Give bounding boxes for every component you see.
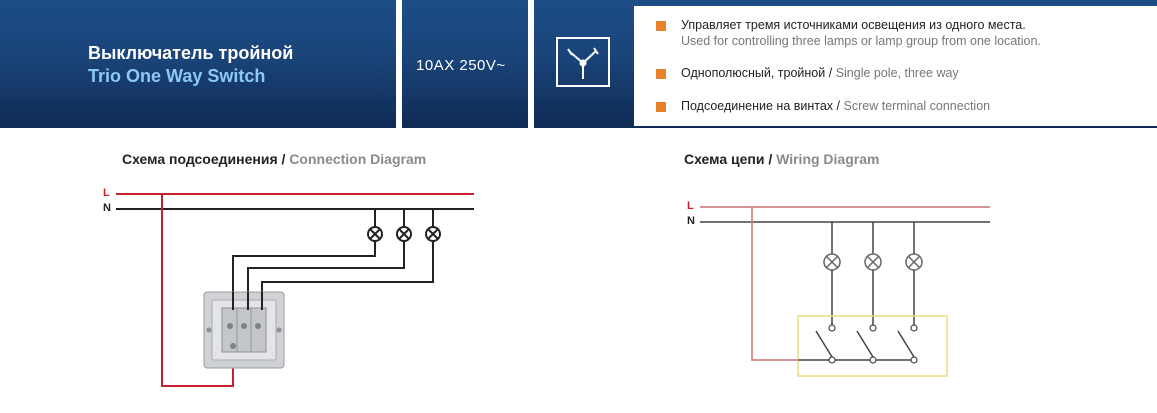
wiring-diagram-heading: Схема цепи / Wiring Diagram <box>684 151 880 167</box>
lamp-icon <box>396 226 412 242</box>
bullet-square-icon <box>656 69 666 79</box>
bullet-square-icon <box>656 21 666 31</box>
switch-box <box>797 315 948 377</box>
lamp-icon <box>823 253 841 271</box>
lamp-icon <box>864 253 882 271</box>
product-title-en: Trio One Way Switch <box>88 66 266 86</box>
header-rating-panel <box>402 0 528 128</box>
feature-3-ru: Подсоединение на винтах <box>681 99 834 113</box>
wiring-label-n: N <box>687 215 695 227</box>
product-title-ru: Выключатель тройной <box>88 43 294 63</box>
header-title-panel <box>0 0 396 128</box>
live-feed-wire <box>161 194 234 387</box>
connection-diagram-heading: Схема подсоединения / Connection Diagram <box>122 151 427 167</box>
feature-2-separator: / <box>828 66 833 80</box>
connection-label-l: L <box>103 187 110 199</box>
three-way-switch-symbol-icon <box>556 37 610 87</box>
feature-2-en: Single pole, three way <box>835 66 959 80</box>
feature-3-separator: / <box>836 99 841 113</box>
features-list: Управляет тремя источниками освещения из… <box>634 6 1157 126</box>
connection-label-n: N <box>103 202 111 214</box>
lamp-icon <box>367 226 383 242</box>
feature-2-ru: Однополюсный, тройной <box>681 66 826 80</box>
feature-3-en: Screw terminal connection <box>843 99 991 113</box>
feature-1-en: Used for controlling three lamps or lamp… <box>681 34 1041 48</box>
switch-device-icon <box>203 291 285 369</box>
lamp-icon <box>905 253 923 271</box>
wiring-label-l: L <box>687 200 694 212</box>
electrical-rating: 10AX 250V~ <box>416 57 506 74</box>
feature-1-ru: Управляет тремя источниками освещения из… <box>681 18 1026 32</box>
bullet-square-icon <box>656 102 666 112</box>
